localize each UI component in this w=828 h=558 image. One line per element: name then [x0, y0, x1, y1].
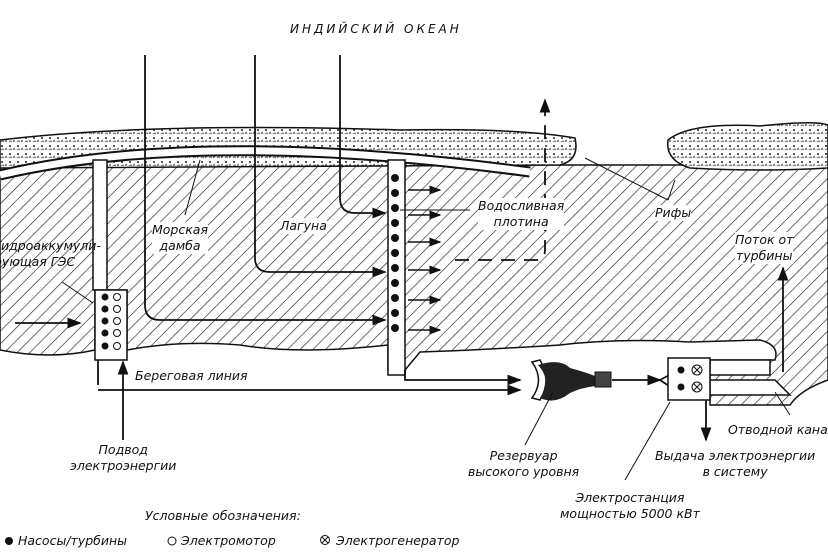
legend-title: Условные обозначения:: [145, 508, 301, 523]
label-spillway: Водосливная плотина: [478, 198, 565, 230]
label-output: Выдача электроэнергии в систему: [655, 448, 816, 479]
legend-pump-icon: [5, 537, 13, 545]
label-reservoir: Резервуар высокого уровня: [468, 448, 580, 479]
page-title: ИНДИЙСКИЙ ОКЕАН: [290, 22, 462, 36]
high-reservoir: [530, 359, 612, 401]
legend-motor-icon: [167, 536, 177, 546]
legend-pump-label: Насосы/турбины: [18, 533, 128, 548]
label-turbine-flow: Поток от турбины: [735, 232, 794, 264]
power-station: [667, 357, 711, 401]
legend-generator-icon: [320, 535, 330, 545]
label-shoreline: Береговая линия: [135, 368, 248, 383]
spillway-pumps: [391, 174, 399, 332]
pumped-storage-station: [94, 289, 128, 361]
spillway-arrows: [408, 185, 442, 335]
pump-channel: [92, 159, 108, 291]
legend-generator-label: Электрогенератор: [336, 533, 460, 548]
reef-right: [666, 121, 828, 171]
label-station: Электростанция мощностью 5000 кВт: [560, 490, 700, 521]
label-reefs: Рифы: [655, 205, 692, 221]
label-power-supply: Подвод электроэнергии: [70, 442, 177, 473]
label-tailrace: Отводной канал: [728, 422, 828, 437]
flow-lines: [15, 55, 789, 442]
label-sea-dam: Морская дамба: [152, 222, 208, 254]
legend-motor-label: Электромотор: [181, 533, 276, 548]
label-lagoon: Лагуна: [280, 218, 327, 234]
leader-lines: [61, 157, 791, 481]
label-pumped-storage: Гидроаккумули- рующая ГЭС: [0, 238, 101, 269]
